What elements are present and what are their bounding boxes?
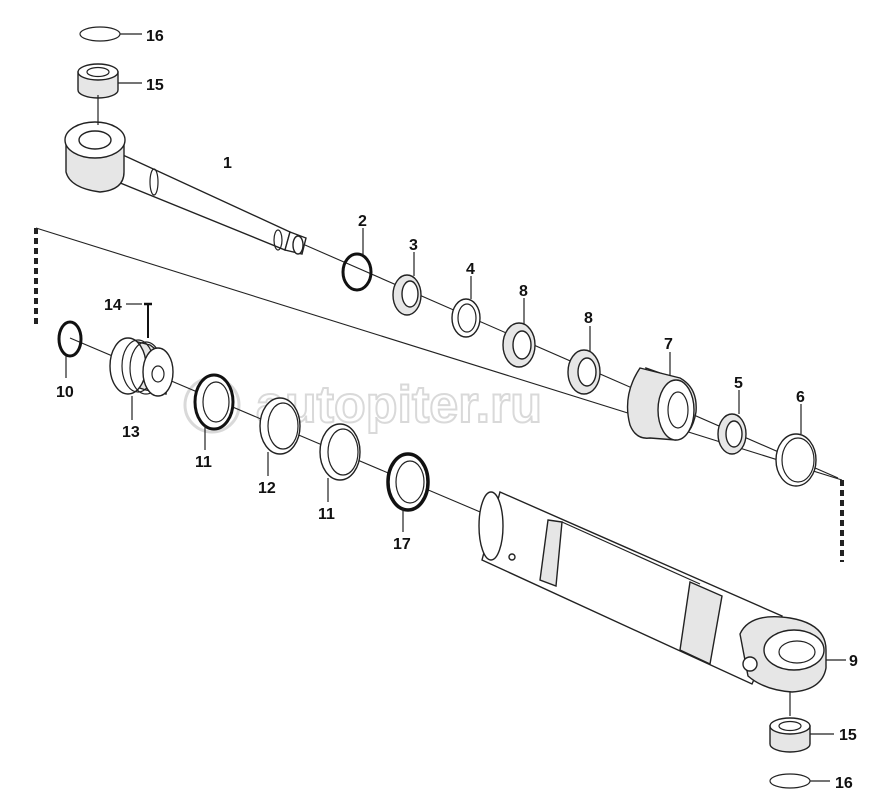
- label-16-top: 16: [146, 28, 164, 45]
- label-17: 17: [393, 536, 411, 553]
- label-1: 1: [223, 155, 232, 172]
- part-10-snap-ring: [57, 320, 83, 378]
- part-7-cylinder-head: [626, 352, 697, 441]
- part-5-seal: [717, 390, 747, 455]
- label-8b: 8: [584, 310, 593, 327]
- part-16-circlip-bottom: [769, 773, 830, 789]
- part-11-ring-b: [319, 423, 361, 502]
- label-6: 6: [796, 389, 805, 406]
- label-11b: 11: [318, 506, 335, 523]
- label-5: 5: [734, 375, 743, 392]
- watermark-text: autopiter.ru: [256, 376, 542, 434]
- label-2: 2: [358, 213, 367, 230]
- part-13-piston: [109, 337, 174, 420]
- part-14-pin: [126, 302, 152, 338]
- label-9: 9: [849, 653, 858, 670]
- part-4-ring: [451, 276, 481, 338]
- part-1-piston-rod: [64, 95, 307, 255]
- label-15-bottom: 15: [839, 727, 857, 744]
- label-4: 4: [466, 261, 475, 278]
- label-10: 10: [56, 384, 74, 401]
- label-16-bottom: 16: [835, 775, 853, 792]
- part-16-circlip-top: [79, 26, 142, 42]
- part-8-seal-b: [567, 326, 601, 395]
- part-17-seal: [386, 452, 430, 532]
- label-12: 12: [258, 480, 276, 497]
- label-13: 13: [122, 424, 140, 441]
- part-11-ring-a: [193, 373, 235, 450]
- part-2-o-ring: [341, 228, 373, 292]
- label-11a: 11: [195, 454, 212, 471]
- part-15-bushing-bottom: [769, 717, 834, 753]
- label-3: 3: [409, 237, 418, 254]
- callout-labels: 16 15 1 2 3 4 8 8 7 5 6 14 10 13 11 12 1…: [56, 28, 858, 792]
- part-15-bushing-top: [77, 63, 142, 99]
- part-3-wiper-seal: [392, 252, 422, 316]
- label-15-top: 15: [146, 77, 164, 94]
- part-9-cylinder-tube: [478, 491, 846, 716]
- part-8-seal-a: [502, 298, 536, 368]
- label-14: 14: [104, 297, 122, 314]
- label-7: 7: [664, 336, 673, 353]
- label-8a: 8: [519, 283, 528, 300]
- part-6-ring: [775, 404, 817, 487]
- watermark: e autopiter.ru: [183, 375, 543, 435]
- part-12-ring: [259, 397, 301, 476]
